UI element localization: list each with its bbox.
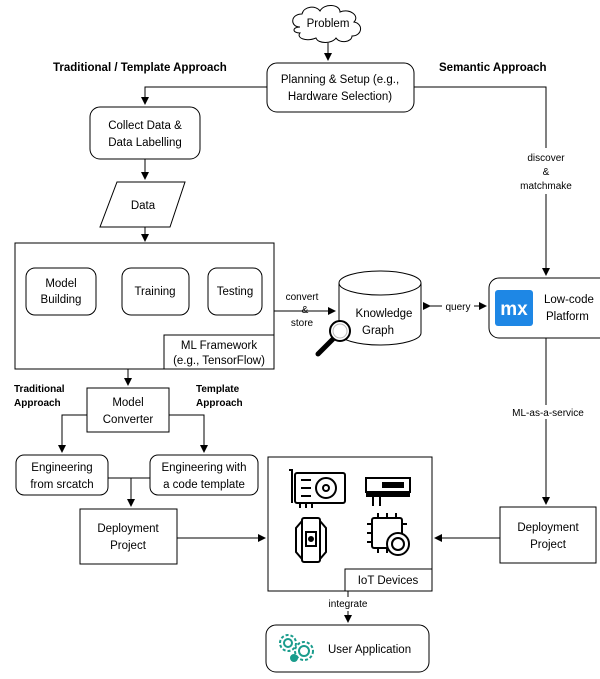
testing-label: Testing — [217, 286, 253, 298]
data-label: Data — [131, 200, 156, 212]
data-node: Data — [99, 181, 186, 228]
engineering-scratch-box: Engineering from srcatch — [15, 454, 109, 496]
deploy-right-label-2: Project — [530, 539, 567, 551]
user-application-label: User Application — [328, 644, 411, 656]
knowledge-graph-label-2: Graph — [362, 325, 394, 337]
model-converter-label-1: Model — [112, 397, 143, 409]
magnifier-icon — [315, 320, 351, 357]
convert-label-2: & — [302, 305, 309, 316]
ml-as-a-service-label: ML-as-a-service — [512, 408, 584, 419]
model-converter-label-2: Converter — [103, 414, 154, 426]
discover-label-2: & — [543, 167, 550, 178]
lowcode-label-2: Platform — [546, 311, 589, 323]
ml-framework-label-2: (e.g., TensorFlow) — [173, 355, 265, 367]
gears-icon — [279, 634, 314, 662]
problem-label: Problem — [307, 18, 350, 30]
ml-framework-tag — [163, 334, 275, 370]
ml-framework-label-1: ML Framework — [181, 340, 257, 352]
discover-label-1: discover — [527, 153, 565, 164]
model-building-label-1: Model — [45, 278, 76, 290]
testing-box — [207, 267, 263, 316]
convert-label-3: store — [291, 318, 314, 329]
model-converter-box: Model Converter — [86, 387, 170, 433]
integrate-label: integrate — [329, 599, 368, 610]
traditional-template-heading: Traditional / Template Approach — [53, 62, 227, 74]
semantic-heading: Semantic Approach — [439, 62, 547, 74]
lowcode-platform-box: mx Low-code Platform — [488, 277, 600, 339]
deploy-right-label-1: Deployment — [517, 522, 579, 534]
deploy-left-label-2: Project — [110, 540, 147, 552]
microcontroller-icon — [295, 517, 327, 563]
deployment-project-right: Deployment Project — [499, 506, 597, 564]
knowledge-graph-label-1: Knowledge — [356, 308, 413, 320]
deployment-project-left: Deployment Project — [79, 508, 178, 565]
eng-scratch-label-2: from srcatch — [30, 479, 93, 491]
discover-label-3: matchmake — [520, 181, 572, 192]
planning-label-1: Planning & Setup (e.g., — [281, 74, 399, 86]
problem-cloud: Problem — [292, 5, 361, 43]
template-label-1: Template — [196, 384, 240, 395]
training-box — [121, 267, 190, 316]
training-label: Training — [134, 286, 175, 298]
iot-devices-label: IoT Devices — [358, 575, 419, 587]
engineering-template-box: Engineering with a code template — [149, 454, 259, 496]
mendix-logo-text: mx — [500, 299, 528, 320]
knowledge-graph-cylinder: Knowledge Graph — [338, 270, 422, 346]
collect-label-2: Data Labelling — [108, 137, 182, 149]
iot-devices-container: IoT Devices — [267, 456, 433, 592]
mendix-logo — [495, 290, 533, 326]
model-building-box — [25, 267, 97, 316]
deploy-left-label-1: Deployment — [97, 523, 159, 535]
user-application-box: User Application — [265, 624, 430, 673]
pcie-card-icon — [365, 477, 411, 506]
gpu-card-icon — [289, 469, 346, 508]
template-label-2: Approach — [196, 398, 243, 409]
traditional-label-2: Approach — [14, 398, 61, 409]
traditional-label-1: Traditional — [14, 384, 65, 395]
planning-setup-box: Planning & Setup (e.g., Hardware Selecti… — [266, 62, 415, 113]
query-label: query — [445, 302, 470, 313]
convert-label-1: convert — [286, 292, 319, 303]
chip-icon — [367, 513, 410, 556]
lowcode-label-1: Low-code — [544, 294, 594, 306]
eng-template-label-2: a code template — [163, 479, 245, 491]
model-building-label-2: Building — [41, 294, 82, 306]
eng-template-label-1: Engineering with — [161, 462, 246, 474]
ml-framework-container: Model Building Training Testing ML Frame… — [14, 242, 275, 370]
collect-label-1: Collect Data & — [108, 120, 182, 132]
planning-label-2: Hardware Selection) — [288, 91, 392, 103]
collect-data-box: Collect Data & Data Labelling — [89, 106, 201, 160]
eng-scratch-label-1: Engineering — [31, 462, 92, 474]
